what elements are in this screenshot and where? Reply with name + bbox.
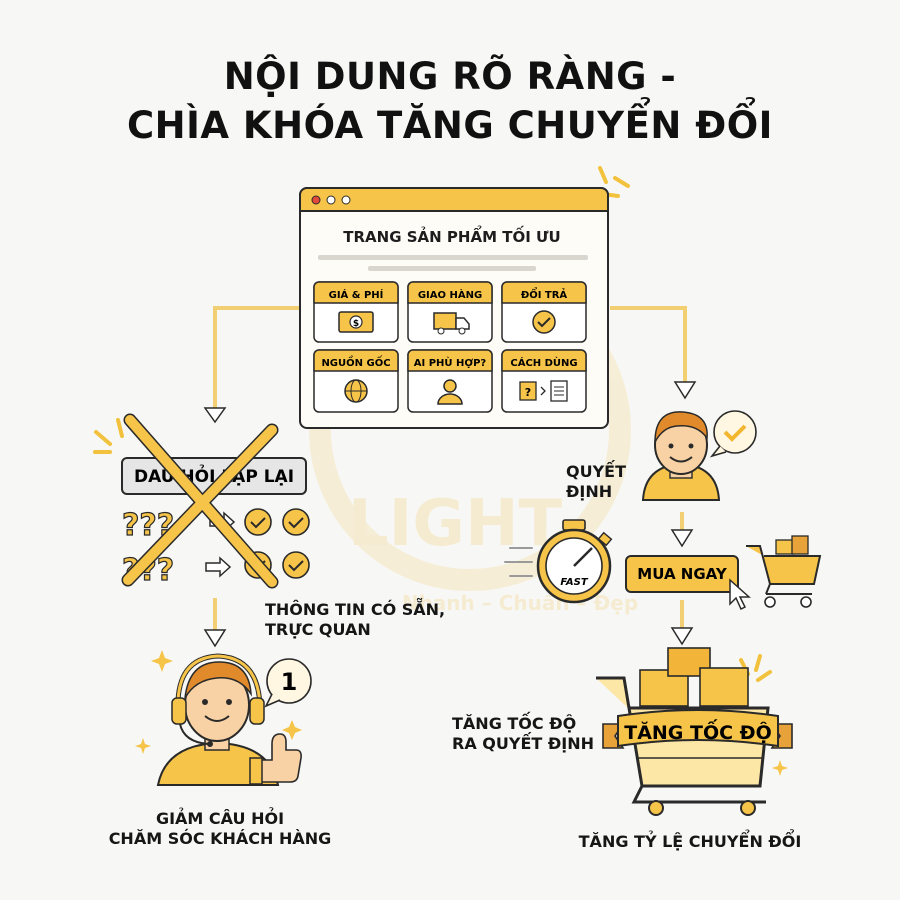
watermark-logo: LIGHT bbox=[348, 487, 563, 561]
sparkle-icon bbox=[93, 418, 124, 454]
delivery-truck-icon bbox=[433, 312, 470, 335]
title-line-1: NỘI DUNG RÕ RÀNG - bbox=[223, 55, 677, 98]
speed-lines bbox=[504, 547, 533, 577]
title-line-2: CHÌA KHÓA TĂNG CHUYỂN ĐỔI bbox=[127, 104, 773, 147]
info-card-origin: NGUỒN GỐC bbox=[313, 349, 399, 413]
money-icon: $ bbox=[338, 311, 374, 333]
stopwatch-icon: FAST bbox=[536, 519, 613, 604]
speed-banner-label: TĂNG TỐC ĐỘ bbox=[624, 718, 772, 744]
happy-customer-illustration bbox=[641, 411, 721, 501]
available-info-label: THÔNG TIN CÓ SẴN, TRỰC QUAN bbox=[265, 600, 446, 640]
left-result-label: GIẢM CÂU HỎI CHĂM SÓC KHÁCH HÀNG bbox=[108, 809, 332, 849]
card-label: AI PHÙ HỢP? bbox=[414, 356, 487, 369]
buy-now-button-illustration: MUA NGAY bbox=[625, 555, 751, 611]
card-label: CÁCH DÙNG bbox=[510, 356, 577, 369]
card-label: ĐỔI TRẢ bbox=[521, 286, 568, 301]
card-label: GIAO HÀNG bbox=[418, 288, 482, 301]
cursor-icon bbox=[729, 578, 751, 611]
support-agent-illustration bbox=[156, 653, 302, 786]
return-check-icon bbox=[532, 310, 556, 334]
info-card-usage: CÁCH DÙNG ? bbox=[501, 349, 587, 413]
person-icon bbox=[437, 379, 463, 405]
decision-label: QUYẾT ĐỊNH bbox=[566, 462, 627, 502]
right-result-label: TĂNG TỶ LỆ CHUYỂN ĐỔI bbox=[578, 832, 802, 851]
shopping-cart-icon bbox=[746, 535, 822, 608]
speed-banner: TĂNG TỐC ĐỘ bbox=[602, 709, 793, 749]
speed-caption: TĂNG TỐC ĐỘ RA QUYẾT ĐỊNH bbox=[452, 714, 595, 754]
stopwatch-label: FAST bbox=[560, 577, 588, 588]
question-to-document-icon: ? bbox=[519, 380, 568, 402]
sparkle-icon bbox=[135, 650, 302, 754]
approval-bubble-icon bbox=[709, 410, 757, 458]
info-card-return: ĐỔI TRẢ bbox=[501, 281, 587, 343]
globe-icon bbox=[344, 379, 368, 403]
svg-text:$: $ bbox=[353, 319, 359, 329]
watermark-tagline: Nhanh – Chuẩn – Đẹp bbox=[402, 591, 638, 615]
buy-now-label: MUA NGAY bbox=[637, 565, 728, 583]
info-card-who-fits: AI PHÙ HỢP? bbox=[407, 349, 493, 413]
speech-bubble-badge: 1 bbox=[264, 658, 312, 708]
product-page-window: TRANG SẢN PHẨM TỐI ƯU GIÁ & PHÍ $ GIAO H… bbox=[299, 187, 609, 429]
thumbs-up-icon bbox=[249, 733, 302, 785]
cross-out-icon bbox=[121, 413, 279, 589]
check-circle-icon bbox=[244, 508, 310, 579]
connector-arrows bbox=[203, 306, 697, 648]
support-badge-count: 1 bbox=[281, 668, 298, 696]
product-page-heading: TRANG SẢN PHẨM TỐI ƯU bbox=[343, 224, 560, 246]
svg-text:?: ? bbox=[525, 386, 531, 399]
arrow-page-to-left bbox=[213, 306, 300, 418]
info-card-price: GIÁ & PHÍ $ bbox=[313, 281, 399, 343]
arrow-page-to-right bbox=[610, 306, 687, 392]
card-label: NGUỒN GỐC bbox=[321, 354, 390, 369]
sparkle-icon bbox=[772, 760, 788, 776]
info-card-delivery: GIAO HÀNG bbox=[407, 281, 493, 343]
card-label: GIÁ & PHÍ bbox=[329, 288, 384, 301]
